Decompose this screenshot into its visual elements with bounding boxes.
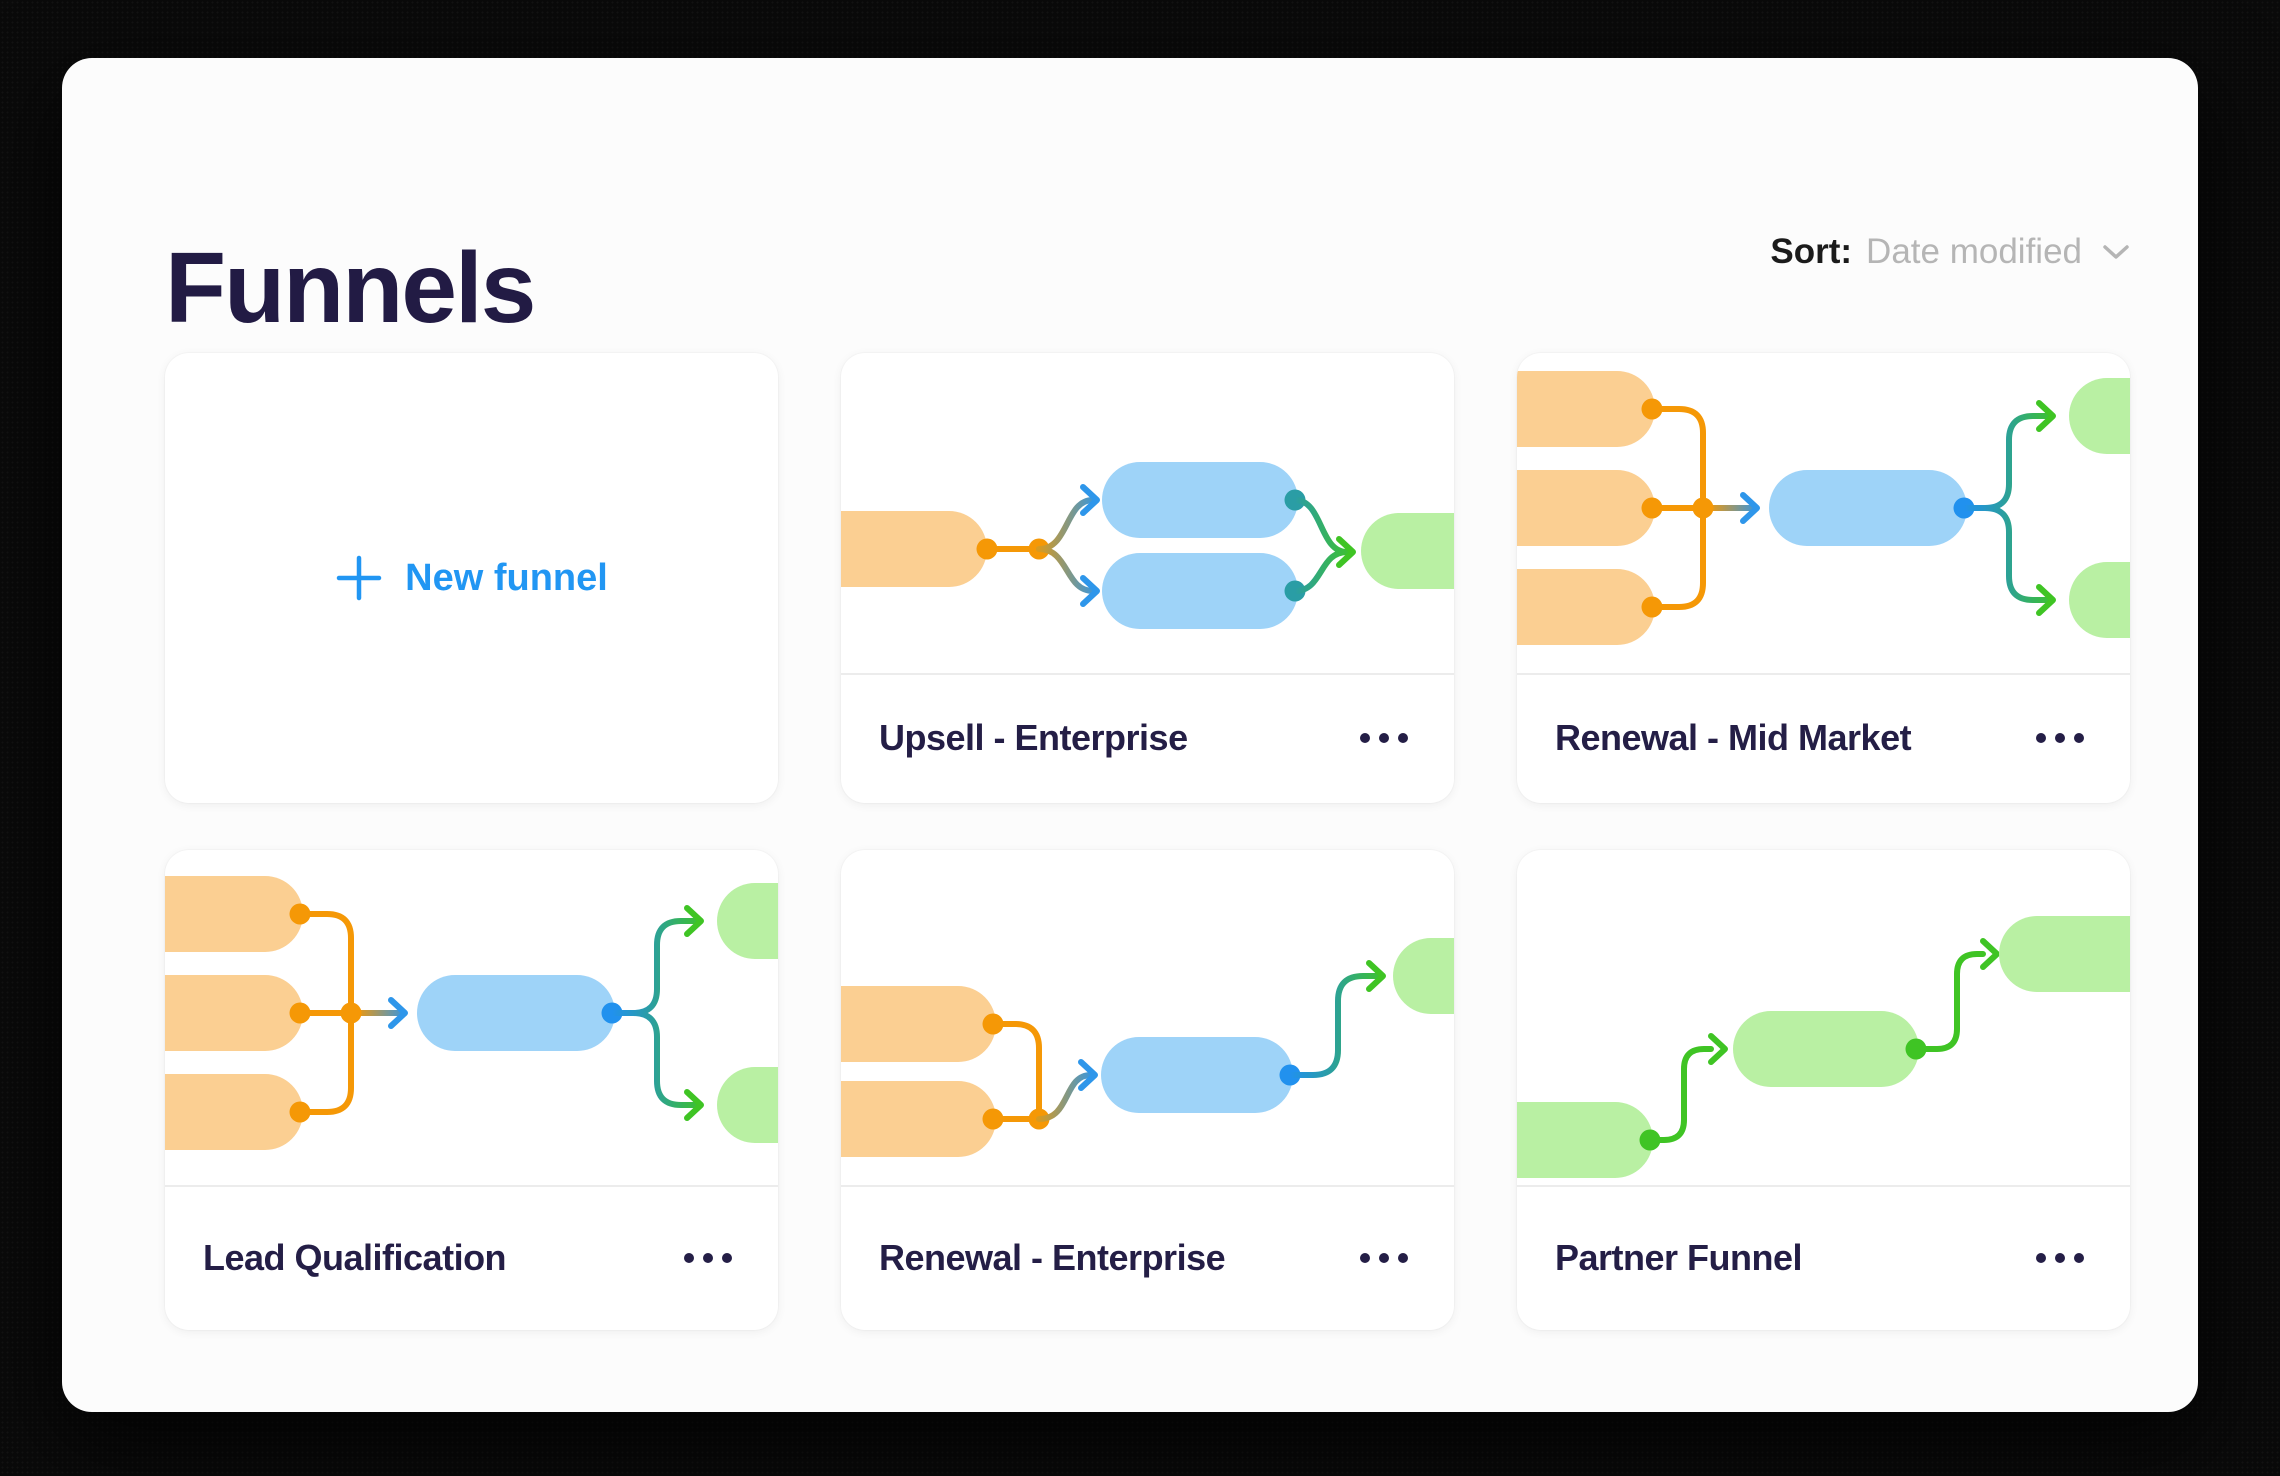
funnel-node-source [165, 1074, 303, 1150]
card-menu-button[interactable] [2032, 1245, 2088, 1271]
card-menu-button[interactable] [680, 1245, 736, 1271]
funnel-node-stage [1733, 1011, 1919, 1087]
funnel-node-stage [1999, 916, 2130, 992]
funnel-node-source [841, 1081, 996, 1157]
funnel-card-lead-qualification[interactable]: Lead Qualification [165, 850, 778, 1330]
new-funnel-label: New funnel [405, 556, 608, 599]
funnel-node-source [1517, 371, 1655, 447]
more-options-icon [684, 1252, 694, 1263]
funnel-node-stage [1102, 553, 1298, 629]
funnel-node-source [165, 876, 303, 952]
funnel-card-title: Upsell - Enterprise [879, 717, 1188, 758]
funnel-node-outcome [2069, 562, 2130, 638]
funnel-node-source [841, 511, 987, 587]
card-menu-button[interactable] [1356, 1245, 1412, 1271]
funnel-card-title: Lead Qualification [203, 1236, 507, 1278]
card-menu-button[interactable] [1356, 725, 1412, 751]
funnel-thumbnail [841, 938, 1454, 1157]
chevron-down-icon[interactable] [2102, 243, 2130, 261]
page-title: Funnels [165, 232, 536, 344]
funnel-node-outcome [2069, 378, 2130, 454]
funnel-node-stage [1769, 470, 1967, 546]
funnel-card-renewal-enterprise[interactable]: Renewal - Enterprise [841, 850, 1454, 1330]
funnel-node-outcome [717, 1067, 778, 1143]
funnel-card-title: Renewal - Enterprise [879, 1236, 1226, 1278]
sort-dropdown[interactable]: Date modified [1866, 232, 2082, 271]
funnel-card-partner-funnel[interactable]: Partner Funnel [1517, 850, 2130, 1330]
new-funnel-button[interactable]: New funnel [165, 353, 778, 803]
funnel-node-outcome [1393, 938, 1454, 1014]
more-options-icon [2036, 1252, 2046, 1263]
funnel-node-outcome [1361, 513, 1454, 589]
more-options-icon [1360, 1252, 1370, 1263]
funnel-thumbnail [1517, 371, 2130, 645]
card-menu-button[interactable] [2032, 725, 2088, 751]
funnels-panel: Funnels Sort: Date modified New funnel [62, 58, 2198, 1412]
funnel-node-source [1517, 470, 1655, 546]
plus-icon [336, 555, 382, 601]
more-options-icon [1360, 733, 1370, 743]
funnel-thumbnail [841, 462, 1454, 629]
funnel-node-source [841, 986, 996, 1062]
funnel-node-source [165, 975, 303, 1051]
funnel-thumbnail [1517, 916, 2130, 1178]
funnel-node-outcome [717, 883, 778, 959]
funnel-card-title: Renewal - Mid Market [1555, 717, 1912, 758]
funnel-node-stage [417, 975, 615, 1051]
sort-label: Sort: [1770, 232, 1853, 271]
funnel-card-upsell-enterprise[interactable]: Upsell - Enterprise [841, 353, 1454, 803]
funnel-card-renewal-mid-market[interactable]: Renewal - Mid Market [1517, 353, 2130, 803]
funnel-node-stage [1102, 462, 1298, 538]
more-options-icon [2036, 733, 2046, 743]
funnel-node-stage [1101, 1037, 1293, 1113]
funnel-thumbnail [165, 876, 778, 1150]
funnel-node-stage [1517, 1102, 1653, 1178]
funnel-node-source [1517, 569, 1655, 645]
sort-control: Sort: Date modified [1770, 226, 2130, 278]
funnel-card-title: Partner Funnel [1555, 1236, 1803, 1278]
